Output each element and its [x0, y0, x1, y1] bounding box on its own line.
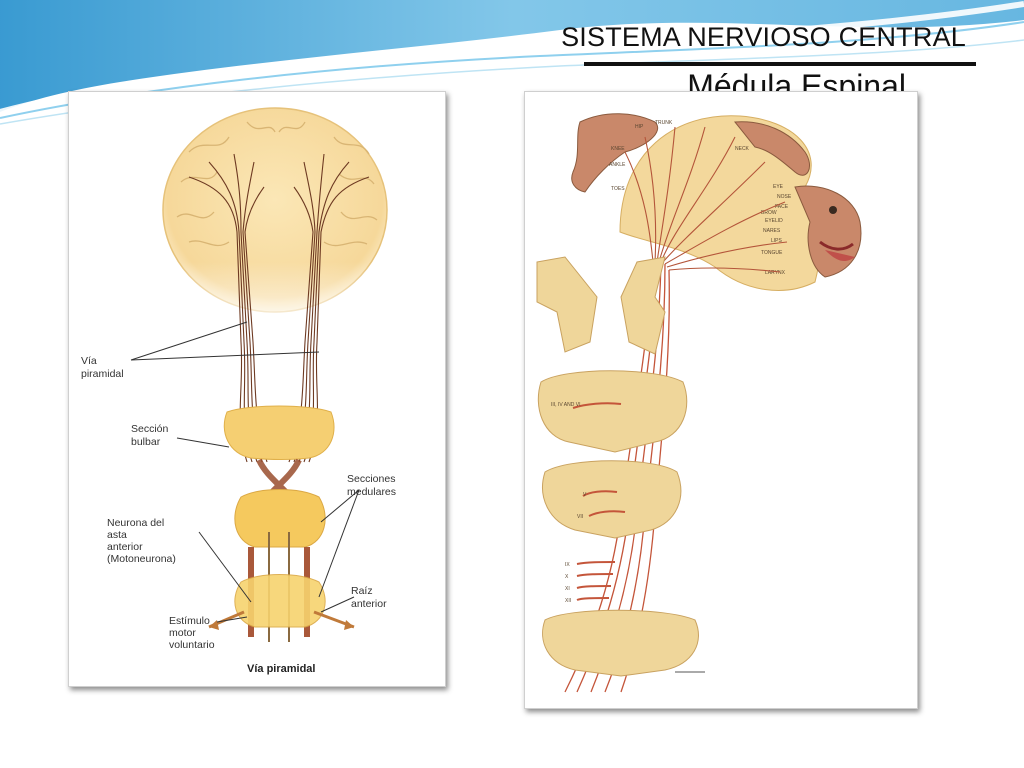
title-underline [584, 62, 976, 66]
svg-text:FACE: FACE [775, 204, 789, 210]
cord-section-1 [537, 370, 688, 453]
svg-text:BROW: BROW [761, 210, 777, 216]
cord-section-3 [542, 609, 699, 677]
svg-text:NOSE: NOSE [777, 194, 792, 200]
homunculus-labels: KNEE ANKLE TOES HIP TRUNK NECK EYE NOSE … [609, 120, 792, 276]
cranial-nerve-branches [572, 402, 626, 601]
svg-text:EYELID: EYELID [765, 218, 783, 224]
bulbar-section [223, 405, 335, 460]
brainstem-right [620, 256, 666, 355]
homunculus-face [794, 185, 862, 278]
brain-gyri [176, 121, 378, 247]
homunculus-hand [734, 121, 810, 176]
svg-text:TRUNK: TRUNK [655, 120, 673, 126]
svg-text:LIPS: LIPS [771, 238, 783, 244]
svg-text:VII: VII [577, 514, 583, 520]
svg-text:IX: IX [565, 562, 570, 568]
svg-text:NECK: NECK [735, 146, 750, 152]
svg-text:LARYNX: LARYNX [765, 270, 786, 276]
svg-text:KNEE: KNEE [611, 146, 625, 152]
corticospinal-fibers [624, 126, 788, 273]
svg-text:III, IV AND VI: III, IV AND VI [551, 402, 580, 408]
svg-text:HIP: HIP [635, 124, 644, 130]
homunculus-leg [571, 113, 658, 193]
svg-text:XII: XII [565, 598, 571, 604]
brainstem-left [536, 256, 598, 353]
svg-text:EYE: EYE [773, 184, 784, 190]
leader-lines [130, 321, 360, 623]
svg-text:TONGUE: TONGUE [761, 250, 783, 256]
svg-text:X: X [565, 574, 569, 580]
spinal-section-lower [234, 574, 326, 628]
svg-text:ANKLE: ANKLE [609, 162, 626, 168]
motor-homunculus-figure: KNEE ANKLE TOES HIP TRUNK NECK EYE NOSE … [524, 91, 918, 709]
svg-text:TOES: TOES [611, 186, 625, 192]
svg-text:NARES: NARES [763, 228, 781, 234]
motor-homunculus-diagram: KNEE ANKLE TOES HIP TRUNK NECK EYE NOSE … [536, 113, 862, 693]
figure-caption: Vía piramidal [247, 663, 315, 675]
level-labels: III, IV AND VI V VII IX X XI XII [551, 402, 587, 604]
svg-text:V: V [583, 492, 587, 498]
slide-title: SISTEMA NERVIOSO CENTRAL [561, 22, 966, 52]
svg-text:XI: XI [565, 586, 570, 592]
cord-section-2 [542, 460, 682, 539]
spinal-section-upper [234, 489, 326, 548]
